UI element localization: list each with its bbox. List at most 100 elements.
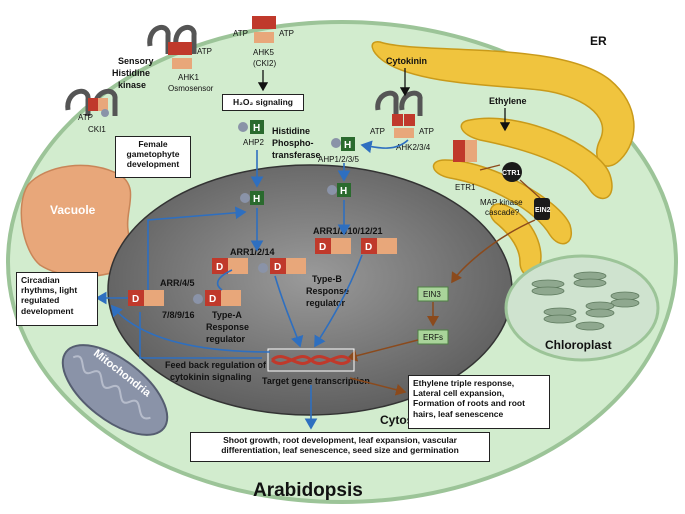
- cki1-receptor: [65, 88, 118, 117]
- female-gametophyte-line-1: Female: [138, 139, 168, 149]
- etr1-to-ctr1-arrow: [479, 164, 501, 171]
- osmosensor-label: Osmosensor: [168, 84, 214, 93]
- map-kinase-1: MAP kinase: [480, 198, 523, 207]
- female-gametophyte-line-3: development: [126, 159, 180, 170]
- erfs-to-target-arrow: [346, 339, 419, 362]
- atp-ahk5-right: ATP: [279, 29, 294, 38]
- pore-h-left-label: H: [253, 194, 260, 205]
- ein2-label: EIN2: [535, 207, 551, 214]
- ethylene-response-line-1: Ethylene triple response,: [413, 378, 515, 388]
- type-a-2: Response: [206, 322, 249, 332]
- atp-ahk234-right: ATP: [419, 127, 434, 136]
- circadian-line-3: regulated: [21, 295, 60, 306]
- arabidopsis-label: Arabidopsis: [253, 480, 363, 501]
- cki1-label: CKI1: [88, 125, 106, 134]
- ahp1235-label: AHP1/2/3/5: [318, 155, 359, 164]
- sensory-histidine-kinase-3: kinase: [118, 80, 146, 90]
- chloroplast: [504, 254, 660, 362]
- map-kinase-2: cascade?: [485, 208, 520, 217]
- type-b-3: regulator: [306, 298, 346, 308]
- mitochondria: [61, 344, 169, 436]
- ethylene-response-line-2: Lateral cell expansion,: [413, 388, 505, 399]
- ein2-node: [534, 198, 550, 220]
- ahk234-receptor: [375, 90, 423, 138]
- shoot-growth-box: Shoot growth, root development, leaf exp…: [190, 432, 490, 462]
- arr-b-label: ARR1/2/10/12/21: [313, 226, 383, 236]
- target-transcription: Target gene transcription: [262, 376, 370, 386]
- arr-b-d1: D: [319, 242, 326, 253]
- ethylene-response-line-3: Formation of roots and root: [413, 398, 525, 409]
- type-b-2: Response: [306, 286, 349, 296]
- ahp1235-p: [331, 138, 341, 148]
- signal-arrows: [95, 139, 409, 430]
- ctr1-label: CTR1: [502, 170, 520, 177]
- ahk1-label: AHK1: [178, 73, 199, 82]
- erfs-label: ERFs: [423, 333, 443, 342]
- chloroplast-label: Chloroplast: [545, 338, 612, 352]
- ahp2-h-label: H: [253, 123, 260, 134]
- ctr1-to-ein2-line: [519, 179, 541, 199]
- circadian-line-1: Circadian: [21, 275, 60, 285]
- arr-1214-group: [212, 258, 306, 274]
- shoot-growth-line-2: differentiation, leaf senescence, seed s…: [221, 445, 459, 456]
- sensory-histidine-kinase-1: Sensory: [118, 56, 154, 66]
- arr-a-d1: D: [132, 294, 139, 305]
- er-label: ER: [590, 34, 607, 48]
- arr-1214-label: ARR1/2/14: [230, 247, 275, 257]
- feedback-2: cytokinin signaling: [170, 372, 252, 382]
- ahk1-receptor: [147, 24, 197, 69]
- circadian-line-4: development: [21, 305, 74, 316]
- shoot-growth-line-1: Shoot growth, root development, leaf exp…: [223, 435, 457, 445]
- target-to-ethylene-response-arrow: [349, 377, 407, 396]
- vacuole-label: Vacuole: [50, 203, 96, 217]
- pore-p-left: [240, 193, 250, 203]
- ein2-to-ein3-arrow: [451, 219, 536, 284]
- ahp2-p: [238, 122, 248, 132]
- female-gametophyte-line-2: gametophyte: [126, 149, 180, 160]
- histidine-phospho-1: Histidine: [272, 126, 310, 136]
- arr-b-group: [315, 238, 397, 254]
- feedback-1: Feed back regulation of: [165, 360, 267, 370]
- arr-a-d2: D: [209, 294, 216, 305]
- atp-ahk234-left: ATP: [370, 127, 385, 136]
- type-a-1: Type-A: [212, 310, 242, 320]
- h2o2-signaling-text: H₂O₂ signaling: [233, 97, 293, 107]
- ahk5-receptor: [252, 16, 276, 43]
- cytokinin-label: Cytokinin: [386, 56, 427, 66]
- female-gametophyte-box: Female gametophyte development: [115, 136, 191, 178]
- ethylene-response-box: Ethylene triple response, Lateral cell e…: [408, 375, 550, 429]
- ahp2-h: [250, 120, 264, 134]
- ein3-label: EIN3: [423, 290, 441, 299]
- arr-a-group: [128, 290, 241, 306]
- pore-h-right-label: H: [340, 186, 347, 197]
- ahk234-label: AHK2/3/4: [396, 143, 431, 152]
- atp-ahk1: ATP: [197, 47, 212, 56]
- circadian-box: Circadian rhythms, light regulated devel…: [16, 272, 98, 326]
- ethylene-response-line-4: hairs, leaf senescence: [413, 408, 504, 419]
- arr-1214-d1: D: [216, 262, 223, 273]
- arr-b-d2: D: [365, 242, 372, 253]
- histidine-phospho-3: transferase: [272, 150, 321, 160]
- arr-45-label: ARR/4/5: [160, 278, 195, 288]
- ctr1-node: [502, 162, 522, 182]
- histidine-phospho-2: Phospho-: [272, 138, 314, 148]
- arr-79-label: 7/8/9/16: [162, 310, 195, 320]
- ethylene-label: Ethylene: [489, 96, 527, 106]
- type-a-3: regulator: [206, 334, 246, 344]
- h2o2-signaling-box: H₂O₂ signaling: [222, 94, 304, 111]
- ahp2-label: AHP2: [243, 138, 264, 147]
- sensory-histidine-kinase-2: Histidine: [112, 68, 150, 78]
- erfs-box: [417, 329, 449, 345]
- pore-h-right: [337, 183, 351, 197]
- atp-cki1: ATP: [78, 113, 93, 122]
- circadian-line-2: rhythms, light: [21, 285, 78, 296]
- ahp1235-h-label: H: [344, 140, 351, 151]
- pore-h-left: [250, 191, 264, 205]
- er-organelle: [371, 41, 635, 276]
- ahk5-label: AHK5: [253, 48, 274, 57]
- dna-icon: [267, 348, 355, 372]
- type-b-1: Type-B: [312, 274, 342, 284]
- ahp1235-h: [341, 137, 355, 151]
- pore-p-right: [327, 185, 337, 195]
